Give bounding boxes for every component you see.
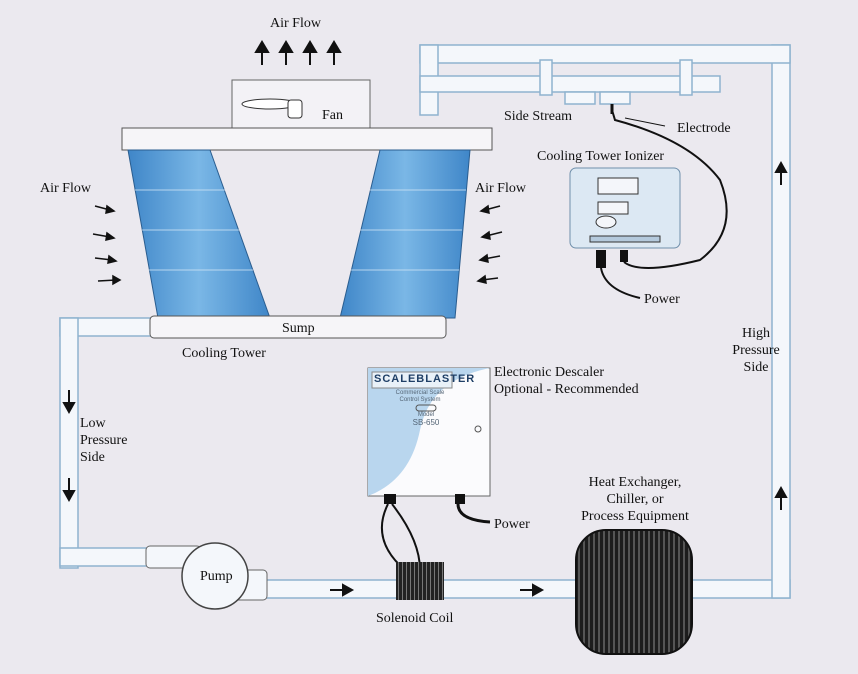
label-line: Process Equipment — [581, 509, 689, 524]
label-line: Heat Exchanger, — [588, 475, 682, 490]
fan-label: Fan — [322, 108, 343, 123]
descaler-label: Electronic Descaler Optional - Recommend… — [494, 364, 639, 398]
ionizer-label: Cooling Tower Ionizer — [537, 149, 665, 164]
label-line: Electronic Descaler — [494, 365, 604, 380]
sump-label: Sump — [282, 321, 315, 336]
low-pressure-side-label: Low Pressure Side — [80, 415, 127, 466]
air-flow-up-arrows — [254, 40, 342, 65]
electronic-descaler — [367, 367, 491, 571]
label-line: Low — [80, 416, 106, 431]
label-line: SB-650 — [412, 418, 440, 427]
label-line: Control System — [399, 397, 441, 403]
label-line: Pressure — [732, 343, 780, 358]
solenoid-coil — [396, 562, 444, 600]
descaler-brand: SCALEBLASTER — [374, 373, 476, 385]
heat-exchanger-label: Heat Exchanger, Chiller, or Process Equi… — [570, 474, 700, 525]
descaler-model: Model SB-650 — [410, 412, 442, 427]
label-line: Optional - Recommended — [494, 382, 639, 397]
air-flow-right-arrows — [476, 204, 503, 284]
fill-media-right — [339, 149, 471, 319]
air-flow-left-label: Air Flow — [40, 181, 91, 196]
label-line: Chiller, or — [606, 492, 664, 507]
cooling-tower-ionizer — [569, 104, 728, 299]
label-line: Model — [417, 412, 435, 418]
air-flow-right-label: Air Flow — [475, 181, 526, 196]
pump — [145, 542, 268, 610]
solenoid-coil-label: Solenoid Coil — [376, 611, 454, 626]
descaler-subtitle: Commercial Scale Control System — [380, 390, 460, 404]
label-line: High — [742, 326, 770, 341]
fan-icon — [241, 98, 303, 119]
descaler-power-label: Power — [494, 517, 530, 532]
cooling-tower-label: Cooling Tower — [182, 346, 266, 361]
label-line: Side — [743, 360, 769, 375]
electrode-label: Electrode — [677, 121, 731, 136]
cooling-tower — [121, 79, 493, 339]
air-flow-left-arrows — [92, 204, 122, 286]
label-line: Commercial Scale — [395, 390, 445, 396]
side-stream-label: Side Stream — [504, 109, 573, 124]
sump-basin — [149, 315, 447, 339]
fill-media-left — [127, 149, 271, 319]
tower-top-deck — [121, 127, 493, 151]
pump-label: Pump — [200, 569, 233, 584]
high-pressure-side-label: High Pressure Side — [728, 325, 784, 376]
flow-arrows — [62, 40, 788, 597]
label-line: Pressure — [80, 433, 128, 448]
heat-exchanger — [575, 529, 693, 655]
air-flow-top-label: Air Flow — [270, 16, 321, 31]
ionizer-power-label: Power — [644, 292, 680, 307]
label-line: Side — [80, 450, 105, 465]
